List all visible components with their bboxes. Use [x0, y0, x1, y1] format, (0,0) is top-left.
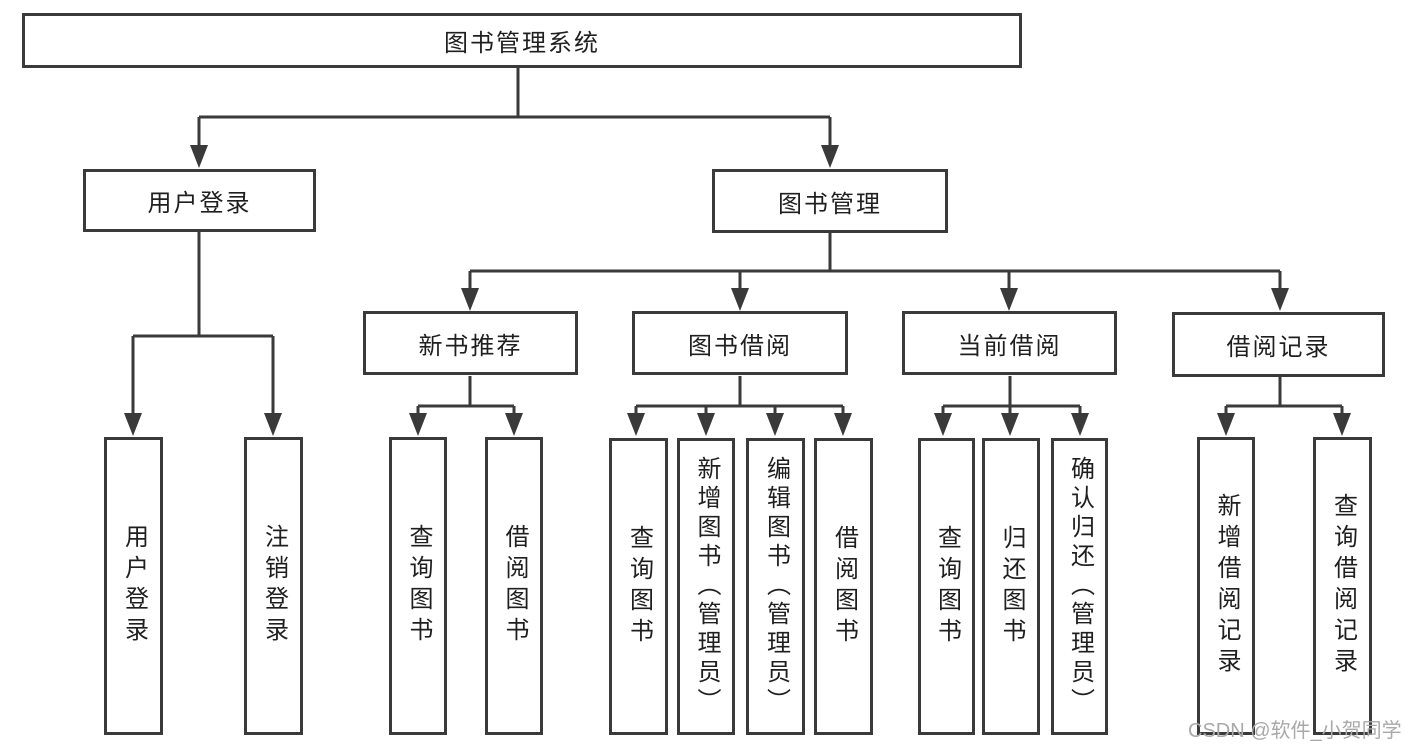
- node-label: 当前借阅: [957, 332, 1062, 360]
- leaf-label: 归还图书: [998, 524, 1025, 649]
- leaf-user-login: 用户登录: [104, 437, 163, 735]
- leaf-label: 查询图书: [625, 524, 653, 649]
- leaf-records-add-record: 新增借阅记录: [1197, 437, 1255, 735]
- leaf-label: 确认归还（管理员）: [1066, 456, 1094, 717]
- node-label: 图书管理: [778, 190, 882, 218]
- node-label: 用户登录: [147, 190, 252, 217]
- node-book-borrow: 图书借阅: [632, 311, 848, 375]
- node-user-login: 用户登录: [83, 169, 316, 232]
- node-new-book-recommend: 新书推荐: [363, 311, 578, 375]
- leaf-current-query-book: 查询图书: [918, 438, 975, 735]
- leaf-borrow-add-book-admin: 新增图书（管理员）: [677, 438, 735, 735]
- leaf-label: 查询图书: [933, 524, 961, 649]
- node-label: 新书推荐: [418, 332, 523, 360]
- node-borrow-records: 借阅记录: [1172, 312, 1385, 377]
- leaf-label: 借阅图书: [501, 524, 528, 648]
- node-library-management-system: 图书管理系统: [22, 13, 1022, 68]
- leaf-records-query-record: 查询借阅记录: [1313, 437, 1372, 735]
- leaf-newrec-query-book: 查询图书: [389, 437, 447, 735]
- leaf-borrow-query-book: 查询图书: [609, 438, 668, 735]
- node-label: 图书管理系统: [444, 30, 600, 57]
- leaf-borrow-edit-book-admin: 编辑图书（管理员）: [746, 438, 805, 735]
- node-label: 图书借阅: [688, 332, 792, 360]
- leaf-current-return-book: 归还图书: [982, 438, 1040, 735]
- leaf-newrec-borrow-book: 借阅图书: [485, 437, 543, 735]
- leaf-label: 新增借阅记录: [1213, 493, 1240, 679]
- leaf-logout: 注销登录: [244, 437, 303, 735]
- leaf-label: 查询借阅记录: [1329, 493, 1357, 679]
- leaf-label: 编辑图书（管理员）: [762, 456, 790, 717]
- leaf-label: 用户登录: [120, 524, 148, 648]
- leaf-label: 新增图书（管理员）: [693, 456, 720, 717]
- csdn-watermark: CSDN @软件_小贺同学: [1188, 720, 1402, 742]
- node-label: 借阅记录: [1226, 334, 1331, 361]
- leaf-borrow-borrow-book: 借阅图书: [814, 438, 873, 735]
- leaf-label: 借阅图书: [830, 524, 858, 649]
- leaf-current-confirm-return-admin: 确认归还（管理员）: [1051, 438, 1108, 735]
- node-current-borrow: 当前借阅: [902, 311, 1117, 375]
- node-book-management: 图书管理: [712, 169, 948, 233]
- leaf-label: 查询图书: [405, 524, 432, 648]
- leaf-label: 注销登录: [260, 524, 288, 648]
